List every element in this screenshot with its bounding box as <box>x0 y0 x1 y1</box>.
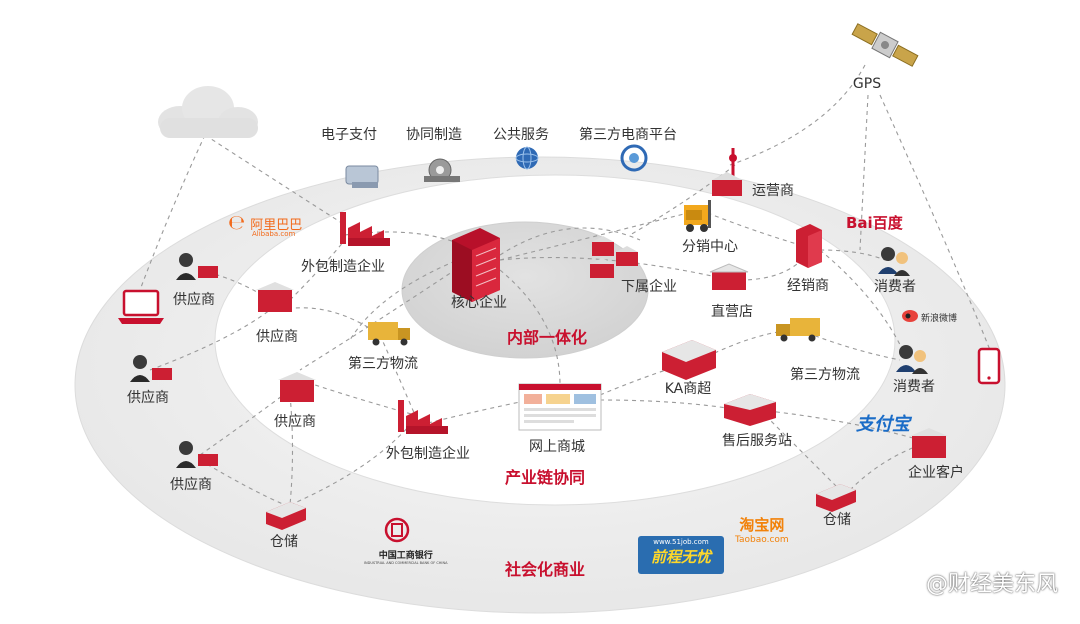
warehouse-left-icon <box>266 502 306 530</box>
supplier-person-c-icon <box>176 441 218 468</box>
ring-label-inner: 内部一体化 <box>506 328 588 347</box>
phone-icon <box>977 347 1001 385</box>
ring-label-outer: 社会化商业 <box>504 560 586 579</box>
icbc-logo-emblem <box>384 517 410 543</box>
node-distribution: 分销中心 <box>682 239 738 255</box>
node-operator: 运营商 <box>752 183 794 199</box>
node-subsidiary: 下属企业 <box>621 279 677 295</box>
cloud-icon <box>158 86 258 138</box>
node-supplier-inner: 供应商 <box>256 329 298 345</box>
ring-label-middle: 产业链协同 <box>504 468 586 487</box>
node-consumer-a: 消费者 <box>874 279 916 295</box>
online-mall-screen-icon <box>518 383 602 431</box>
taobao-logo: 淘宝网 Taobao.com <box>735 514 789 545</box>
outsource-factory-bottom-icon <box>398 400 448 434</box>
node-outsource-bottom: 外包制造企业 <box>386 446 470 462</box>
taobao-logo-text: 淘宝网 <box>739 516 785 534</box>
forklift-icon <box>684 200 711 232</box>
supplier-building-mid-icon <box>278 372 316 402</box>
icbc-logo-text: 中国工商银行 <box>378 551 433 561</box>
node-ka: KA商超 <box>664 381 712 397</box>
subsidiary-icon <box>590 236 638 278</box>
consumer-b-icon <box>896 345 928 374</box>
after-sales-icon <box>724 394 776 426</box>
node-gps: GPS <box>852 76 882 92</box>
baidu-logo: Bai百度 <box>846 214 903 232</box>
outsource-factory-top-icon <box>340 212 390 246</box>
node-warehouse-left: 仓储 <box>270 534 298 550</box>
node-warehouse-right: 仓储 <box>823 512 851 528</box>
warehouse-right-icon <box>816 484 856 512</box>
node-outsource-top: 外包制造企业 <box>301 259 385 275</box>
supplier-building-inner-icon <box>256 282 294 312</box>
public-service-globe-icon <box>515 146 539 170</box>
node-online-mall: 网上商城 <box>529 439 585 455</box>
alibaba-logo: ℮ 阿里巴巴 Alibaba.com <box>228 210 302 238</box>
service-label-payment: 电子支付 <box>321 127 377 143</box>
direct-store-icon <box>709 263 749 290</box>
manufacturing-gear-icon <box>424 158 460 182</box>
operator-tower-icon <box>712 148 742 196</box>
truck-left-icon <box>368 322 410 346</box>
watermark: @财经美东风 <box>925 572 1058 597</box>
supplier-person-b-icon <box>130 355 172 382</box>
icbc-logo: 中国工商银行 INDUSTRIAL AND COMMERCIAL BANK OF… <box>364 548 447 565</box>
supplier-person-a-icon <box>176 253 218 280</box>
node-supplier-mid: 供应商 <box>274 414 316 430</box>
node-supplier-c: 供应商 <box>170 477 212 493</box>
alibaba-logo-sub: Alibaba.com <box>252 230 296 238</box>
dealer-building-icon <box>796 224 822 268</box>
laptop-icon <box>118 289 164 324</box>
core-enterprise-icon <box>452 228 500 302</box>
node-logistics-left: 第三方物流 <box>348 356 418 372</box>
job51-logo: www.51job.com 前程无忧 <box>638 536 724 574</box>
ecommerce-platform-icon <box>620 144 648 172</box>
weibo-eye-icon <box>902 310 918 322</box>
service-label-public: 公共服务 <box>493 127 549 143</box>
service-label-manufacturing: 协同制造 <box>406 127 462 143</box>
job51-logo-text: 前程无忧 <box>650 548 711 566</box>
weibo-logo: 新浪微博 <box>921 314 958 324</box>
alibaba-logo-text: 阿里巴巴 <box>250 218 303 233</box>
node-supplier-b: 供应商 <box>127 390 169 406</box>
node-enterprise-client: 企业客户 <box>908 465 964 481</box>
ka-supermarket-icon <box>662 340 716 380</box>
node-dealer: 经销商 <box>787 278 829 294</box>
alibaba-logo-mark: ℮ <box>228 210 246 234</box>
service-label-ecommerce: 第三方电商平台 <box>579 127 677 143</box>
truck-right-icon <box>776 318 820 342</box>
alipay-logo: 支付宝 <box>856 414 910 435</box>
node-supplier-a: 供应商 <box>173 292 215 308</box>
consumer-a-icon <box>878 247 910 276</box>
satellite-icon <box>851 23 919 67</box>
taobao-logo-sub: Taobao.com <box>735 535 789 545</box>
job51-logo-sub: www.51job.com <box>653 538 709 546</box>
payment-terminal-icon <box>345 165 379 188</box>
icbc-logo-sub: INDUSTRIAL AND COMMERCIAL BANK OF CHINA <box>364 561 448 565</box>
node-consumer-b: 消费者 <box>893 379 935 395</box>
node-after-sales: 售后服务站 <box>722 433 792 449</box>
node-logistics-right: 第三方物流 <box>790 367 860 383</box>
enterprise-client-icon <box>910 428 948 458</box>
node-direct-store: 直营店 <box>711 304 753 320</box>
node-core: 核心企业 <box>451 295 507 311</box>
